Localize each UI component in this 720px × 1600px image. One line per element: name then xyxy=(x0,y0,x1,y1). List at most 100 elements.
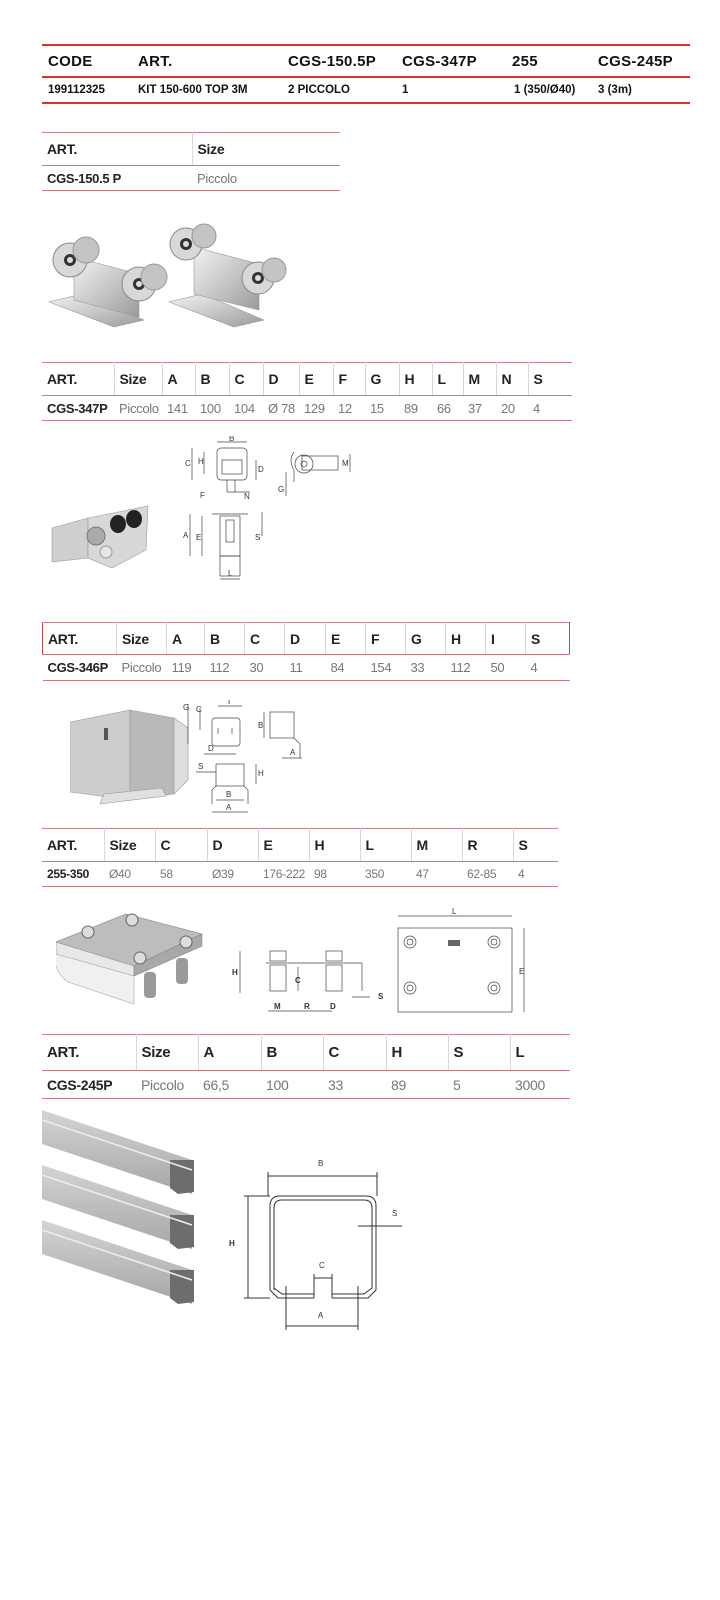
kit-header-cgs150: CGS-150.5P xyxy=(288,52,377,70)
value-cell: 5 xyxy=(448,1070,510,1099)
col-header: B xyxy=(204,622,245,655)
col-header: E xyxy=(325,622,366,655)
value-cell: 15 xyxy=(365,395,399,421)
col-header: Size xyxy=(192,132,340,166)
col-header: R xyxy=(462,828,514,862)
end-cap-box-dimension-drawing: G C I D B A S H B A xyxy=(182,700,322,818)
value-cell: 100 xyxy=(195,395,229,421)
kit-header-row: CODE ART. CGS-150.5P CGS-347P 255 CGS-24… xyxy=(42,46,690,76)
svg-text:M: M xyxy=(342,459,349,468)
svg-text:S: S xyxy=(255,533,260,542)
svg-text:H: H xyxy=(258,769,264,778)
col-header: N xyxy=(496,362,529,396)
svg-text:A: A xyxy=(226,803,232,812)
spec-table-cgs-347p: ART. Size A B C D E F G H L M N S CGS-34… xyxy=(42,362,572,421)
upper-guide-roller-photo xyxy=(56,912,206,1004)
svg-text:H: H xyxy=(232,968,238,977)
value-cell: 100 xyxy=(261,1070,323,1099)
svg-text:S: S xyxy=(378,992,384,1001)
value-cell: 66,5 xyxy=(198,1070,261,1099)
col-header: S xyxy=(525,622,570,655)
value-cell: 104 xyxy=(229,395,263,421)
kit-art: KIT 150-600 TOP 3M xyxy=(138,84,248,96)
col-header: M xyxy=(411,828,463,862)
col-header: C xyxy=(244,622,285,655)
svg-text:A: A xyxy=(290,748,296,757)
svg-text:G: G xyxy=(278,485,284,494)
kit-header-cgs245: CGS-245P xyxy=(598,52,673,70)
col-header: A xyxy=(166,622,205,655)
value-cell: 84 xyxy=(325,654,366,681)
end-stop-bracket-photo xyxy=(50,500,150,570)
size-cell: Piccolo xyxy=(192,165,340,191)
col-header: L xyxy=(360,828,412,862)
kit-code: 199112325 xyxy=(48,84,105,96)
col-header: B xyxy=(261,1034,324,1071)
col-header: Size xyxy=(104,828,156,862)
size-cell: Piccolo xyxy=(114,395,162,421)
bottom-rule xyxy=(42,102,690,104)
size-cell: Piccolo xyxy=(136,1070,198,1099)
col-header: Size xyxy=(116,622,167,655)
svg-text:S: S xyxy=(198,762,203,771)
col-header: E xyxy=(258,828,310,862)
value-cell: 112 xyxy=(204,654,245,681)
svg-text:I: I xyxy=(228,700,230,706)
col-header: H xyxy=(445,622,486,655)
col-header: C xyxy=(229,362,264,396)
col-header: E xyxy=(299,362,334,396)
value-cell: Ø39 xyxy=(207,861,258,887)
value-cell: 50 xyxy=(485,654,526,681)
col-header: D xyxy=(284,622,326,655)
svg-text:H: H xyxy=(229,1239,235,1248)
art-cell: CGS-245P xyxy=(42,1070,136,1099)
svg-text:E: E xyxy=(519,967,524,976)
svg-text:D: D xyxy=(330,1002,336,1011)
value-cell: 141 xyxy=(162,395,195,421)
value-cell: 4 xyxy=(513,861,558,887)
svg-text:E: E xyxy=(196,533,201,542)
value-cell: 12 xyxy=(333,395,365,421)
art-cell: CGS-150.5 P xyxy=(42,165,192,191)
col-header: D xyxy=(263,362,300,396)
two-wheel-carriages-photo xyxy=(44,222,294,340)
svg-text:C: C xyxy=(185,459,191,468)
upper-guide-front-dimension-drawing: H C M R D S xyxy=(232,945,392,1020)
svg-text:H: H xyxy=(198,457,204,466)
col-header: S xyxy=(448,1034,511,1071)
value-cell: 20 xyxy=(496,395,528,421)
svg-text:D: D xyxy=(258,465,264,474)
col-header: H xyxy=(399,362,433,396)
art-cell: 255-350 xyxy=(42,861,104,887)
spec-table-cgs-150-5p: ART. Size CGS-150.5 P Piccolo xyxy=(42,132,340,191)
col-header: L xyxy=(432,362,464,396)
kit-qty-cgs150: 2 PICCOLO xyxy=(288,84,350,96)
col-header: ART. xyxy=(42,622,117,655)
end-cap-box-photo xyxy=(70,708,190,808)
value-cell: 350 xyxy=(360,861,411,887)
value-cell: 33 xyxy=(405,654,446,681)
spec-table-cgs-346p: ART. Size A B C D E F G H I S CGS-346P P… xyxy=(42,622,570,681)
kit-summary-table: CODE ART. CGS-150.5P CGS-347P 255 CGS-24… xyxy=(42,44,690,104)
value-cell: 58 xyxy=(155,861,207,887)
value-cell: Ø 78 xyxy=(263,395,299,421)
top-rule xyxy=(42,44,690,46)
col-header: ART. xyxy=(42,132,193,166)
svg-text:F: F xyxy=(200,491,205,500)
kit-header-code: CODE xyxy=(48,52,93,70)
value-cell: 98 xyxy=(309,861,360,887)
art-cell: CGS-347P xyxy=(42,395,114,421)
svg-text:D: D xyxy=(208,744,214,753)
value-cell: 47 xyxy=(411,861,462,887)
svg-text:B: B xyxy=(318,1159,323,1168)
svg-text:B: B xyxy=(226,790,231,799)
svg-text:A: A xyxy=(318,1311,324,1320)
kit-header-cgs347: CGS-347P xyxy=(402,52,477,70)
value-cell: 30 xyxy=(244,654,285,681)
value-cell: 112 xyxy=(445,654,486,681)
value-cell: 176-222 xyxy=(258,861,309,887)
kit-header-art: ART. xyxy=(138,52,173,70)
col-header: L xyxy=(510,1034,570,1071)
svg-text:S: S xyxy=(392,1209,397,1218)
col-header: G xyxy=(405,622,446,655)
